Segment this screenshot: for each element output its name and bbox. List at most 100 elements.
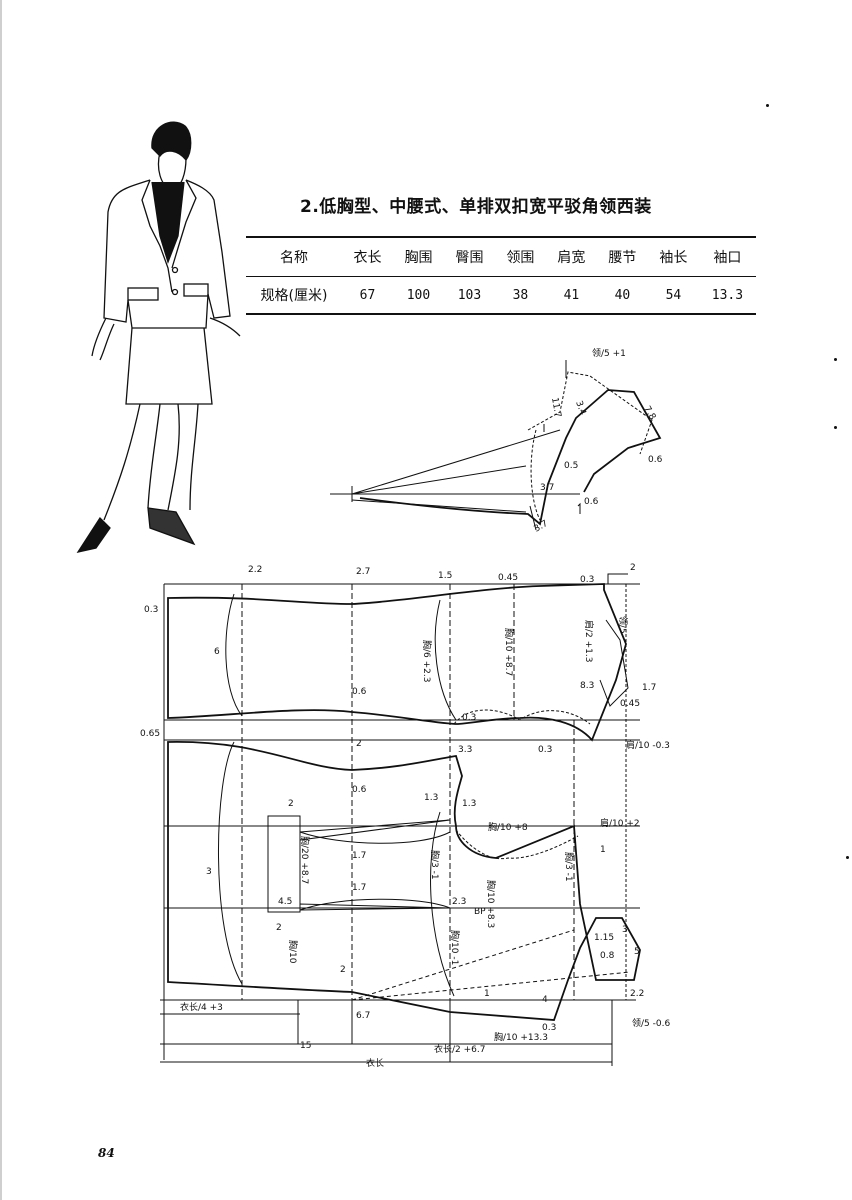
body-draft-labels: 2.2 2.7 1.5 0.45 0.3 2 0.3 6 胸/6 +2.3 胸/… [140,563,670,1069]
collar-label: 0.5 [564,461,578,471]
body-draft [160,573,641,1066]
draft-label: 0.3 [538,745,552,755]
spec-header-row: 名称 衣长 胸围 臀围 领围 肩宽 腰节 袖长 袖口 [246,237,756,277]
draft-label: 0.45 [620,699,640,709]
pocket-right [183,283,209,297]
collar-label: 领/5 +1 [592,347,626,359]
spec-header: 腰节 [608,250,637,266]
skirt [125,327,213,405]
draft-label: 1.15 [594,933,614,943]
draft-label: 6 [214,647,220,657]
draft-label: 0.3 [144,605,158,615]
spec-value: 54 [665,287,682,303]
draft-label: 1.5 [438,571,452,581]
draft-label: 2.2 [630,989,644,999]
draft-label: 0.8 [600,951,615,961]
legs [103,403,199,521]
spec-value: 100 [406,287,431,303]
draft-label: 5 [634,947,640,957]
collar-label: 11.7 [549,397,562,418]
collar-label: 7.8 [641,405,657,423]
shoe-right [147,507,196,546]
spec-header: 胸围 [404,250,433,266]
page-title: 2.低胸型、中腰式、单排双扣宽平驳角领西装 [300,197,652,217]
draft-label: 0.65 [140,729,160,739]
spec-table: 名称 衣长 胸围 臀围 领围 肩宽 腰节 袖长 袖口 规格(厘米) 67 100… [246,236,756,315]
draft-label: 0.45 [498,573,518,583]
draft-label: 0.3 [542,1023,556,1033]
draft-label: 衣长/4 +3 [180,1001,223,1013]
collar-draft [330,360,662,531]
spec-header: 肩宽 [557,250,586,266]
draft-label: 2.3 [452,897,466,907]
jacket [103,179,231,329]
turtleneck [151,181,185,264]
draft-label: 胸/10 +8.3 [485,880,497,928]
spec-header: 名称 [280,250,308,266]
draft-label: 4 [542,995,548,1005]
draft-label: 肩/10 +2 [600,817,640,829]
page-number: 84 [98,1146,115,1160]
draft-label: 2.7 [356,567,370,577]
woman-figure [76,121,241,553]
draft-label: BP [474,907,486,917]
spec-value: 40 [614,287,631,303]
draft-label: 2 [630,563,636,573]
hair [151,121,192,162]
collar-label: 3.7 [533,519,550,535]
draft-label: 1.7 [352,883,366,893]
print-speck [766,104,769,107]
collar-label: 0.6 [648,455,663,465]
draft-label: 1.3 [462,799,476,809]
print-speck [834,426,837,429]
collar-label: 3.4 [573,400,587,417]
draft-label: 2 [288,799,294,809]
draft-label: 胸/3 -1 [563,852,575,882]
spec-value-row: 规格(厘米) 67 100 103 38 41 40 54 13.3 [246,277,756,315]
draft-label: 3.3 [458,745,472,755]
collar-label: 3.7 [540,483,554,493]
spec-header: 臀围 [455,250,484,266]
draft-label: 1.3 [424,793,438,803]
draft-label: 1 [600,845,606,855]
draft-label: 领/5 -0.6 [632,1017,670,1029]
draft-label: 2 [276,923,282,933]
spec-row-label: 规格(厘米) [260,288,328,304]
draft-label: 8.3 [580,681,594,691]
draft-label: 3 [206,867,212,877]
draft-label: 15 [300,1041,311,1051]
draft-label: 1 [484,989,490,999]
draft-label: 2 [340,965,346,975]
spec-header: 袖长 [659,250,688,266]
draft-label: 2.2 [248,565,262,575]
pocket-left [127,287,159,301]
draft-label: 胸/6 +2.3 [421,640,433,682]
draft-label: 衣长/2 +6.7 [434,1043,485,1055]
draft-label: 4.5 [278,897,292,907]
spec-value: 38 [512,287,529,303]
spec-value: 41 [563,287,580,303]
draft-label: 肩/2 +1.3 [583,620,595,662]
print-speck [846,856,849,859]
draft-label: 肩/10 -0.3 [626,739,670,751]
draft-label: 6.7 [356,1011,370,1021]
spec-value: 67 [359,287,376,303]
spec-value: 13.3 [711,287,744,303]
collar-label: 0.6 [584,497,599,507]
draft-label: 0.6 [352,687,367,697]
spec-value: 103 [457,287,482,303]
spec-header: 袖口 [713,250,742,266]
draft-label: 0.3 [580,575,594,585]
spec-header: 领围 [506,250,535,266]
draft-label: 1.7 [642,683,656,693]
draft-label: 0.6 [352,785,367,795]
collar-draft-labels: 领/5 +1 7.8 11.7 3.4 0.6 0.5 3.7 0.6 3.7 [533,347,663,535]
draft-label: 胸/10 [287,940,299,964]
draft-label: 胸/10 +8 [488,821,528,833]
spec-header: 衣长 [353,250,382,266]
draft-label: 衣长 [366,1057,384,1069]
draft-label: 2 [356,739,362,749]
